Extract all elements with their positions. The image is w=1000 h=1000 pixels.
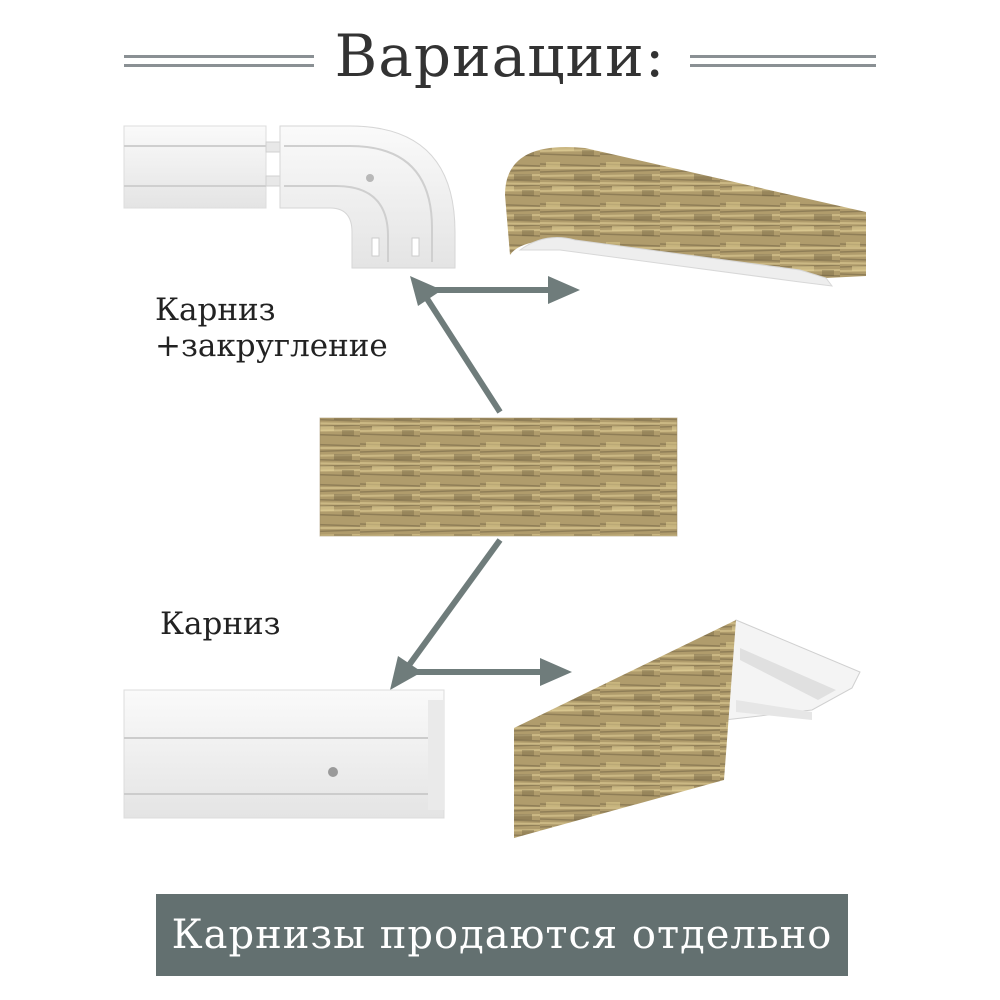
texture-swatch [320, 418, 677, 536]
straight-rail-image [123, 689, 445, 819]
arrow-icon [390, 538, 572, 690]
texture-swatch-border [319, 417, 678, 537]
sold-separately-banner: Карнизы продаются отдельно [156, 894, 848, 976]
rail-with-corner-image [123, 125, 456, 269]
title-decor-line-right [690, 55, 876, 67]
baguette-with-rail-image [514, 619, 861, 838]
arrow-icon [410, 276, 580, 414]
rounded-baguette-image [505, 146, 866, 287]
label-rail-with-corner: Карниз +закругление [155, 292, 388, 364]
title-decor-line-left [124, 55, 314, 67]
label-rail: Карниз [160, 606, 281, 642]
page-title: Вариации: [334, 22, 666, 90]
